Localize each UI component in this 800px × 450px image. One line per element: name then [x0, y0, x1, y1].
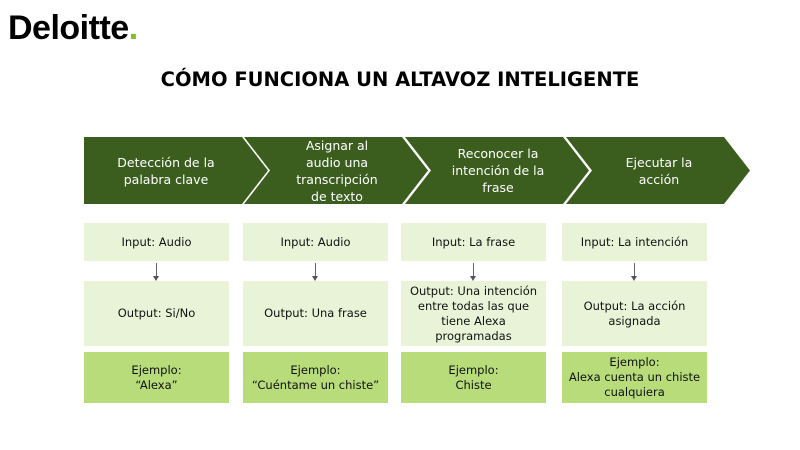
- step-2-chevron: Asignar al audio una transcripción de te…: [244, 137, 428, 204]
- step-4-label: Ejecutar la acción: [625, 154, 693, 187]
- logo-dot: .: [128, 9, 138, 47]
- step-1-input-box: Input: Audio: [84, 223, 229, 261]
- step-3-label: Reconocer la intención de la frase: [451, 146, 545, 195]
- logo-text: Deloitte: [8, 9, 129, 47]
- step-4-example-box: Ejemplo: Alexa cuenta un chiste cualquie…: [562, 352, 707, 403]
- step-3-connector-arrow: [470, 263, 476, 281]
- step-1-output-box: Output: Si/No: [84, 281, 229, 346]
- step-2-input-box: Input: Audio: [243, 223, 388, 261]
- step-3-example-box: Ejemplo: Chiste: [401, 352, 546, 403]
- step-2-output-box: Output: Una frase: [243, 281, 388, 346]
- step-4-input-box: Input: La intención: [562, 223, 707, 261]
- step-3-input-box: Input: La frase: [401, 223, 546, 261]
- step-1-example-box: Ejemplo: “Alexa”: [84, 352, 229, 403]
- step-2-label: Asignar al audio una transcripción de te…: [296, 137, 378, 204]
- step-2-connector-arrow: [312, 263, 318, 281]
- step-4-connector-arrow: [631, 263, 637, 281]
- step-1-connector-arrow: [153, 263, 159, 281]
- step-4-output-box: Output: La acción asignada: [562, 281, 707, 346]
- step-1-chevron: Detección de la palabra clave: [84, 137, 268, 204]
- step-4-chevron: Ejecutar la acción: [566, 137, 750, 204]
- step-2-example-box: Ejemplo: “Cuéntame un chiste”: [243, 352, 388, 403]
- step-1-label: Detección de la palabra clave: [117, 154, 215, 187]
- step-3-output-box: Output: Una intención entre todas las qu…: [401, 281, 546, 346]
- deloitte-logo: Deloitte.: [8, 8, 138, 48]
- step-3-chevron: Reconocer la intención de la frase: [405, 137, 589, 204]
- page-title: CÓMO FUNCIONA UN ALTAVOZ INTELIGENTE: [160, 68, 640, 91]
